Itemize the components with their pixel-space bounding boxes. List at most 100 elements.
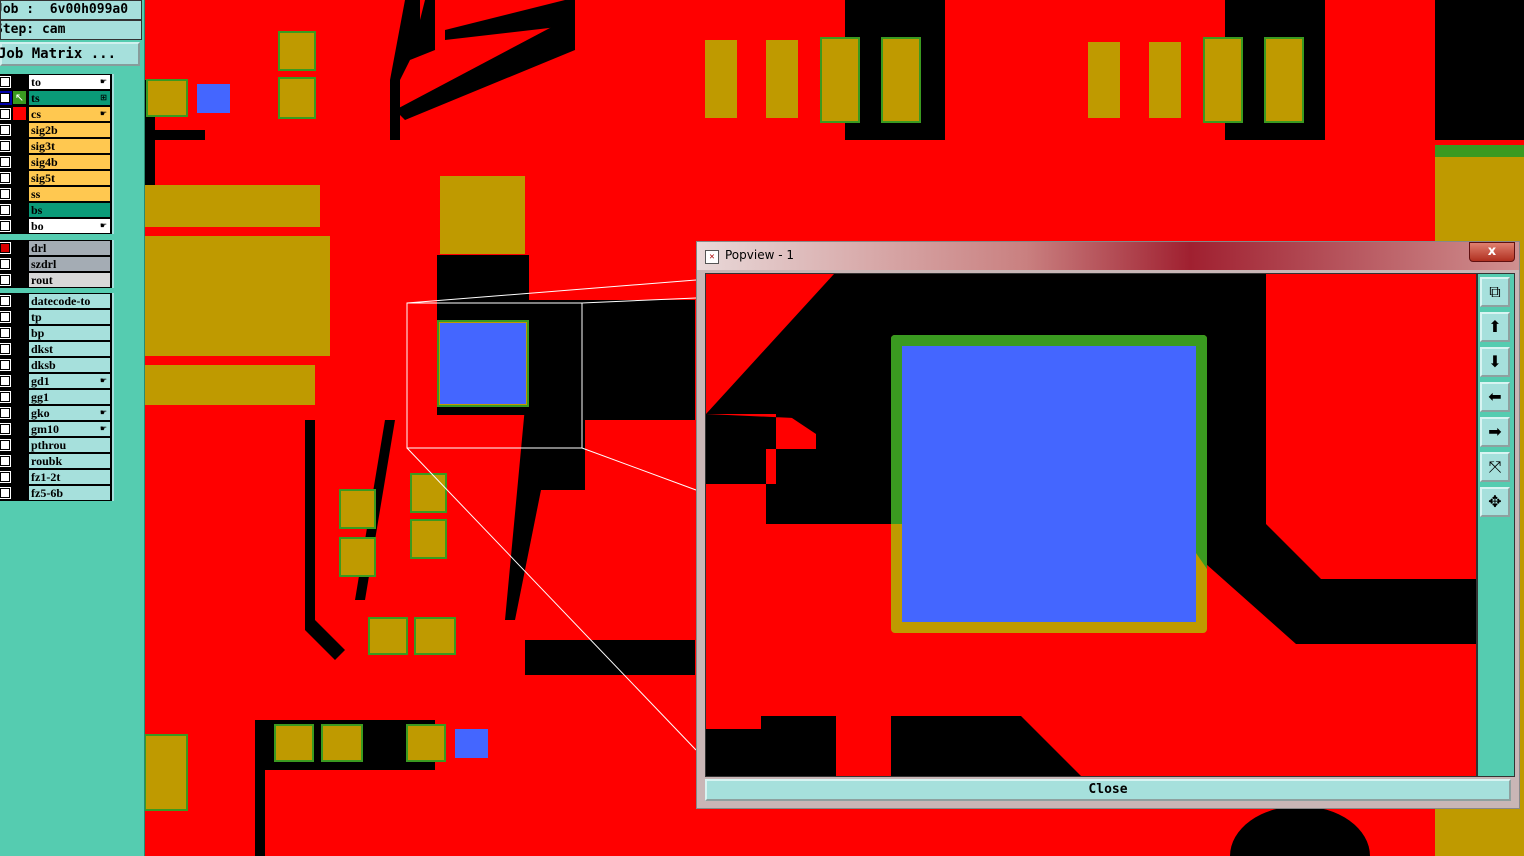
layer-row-ss[interactable]: ss xyxy=(0,186,112,202)
layer-checkbox[interactable] xyxy=(0,172,11,184)
layer-row-tp[interactable]: tp xyxy=(0,309,112,325)
layer-name[interactable]: bp xyxy=(29,326,110,340)
popview-titlebar[interactable]: ✕ Popview - 1 x xyxy=(697,242,1519,270)
layer-row-fz1-2t[interactable]: fz1-2t xyxy=(0,469,112,485)
layer-row-dkst[interactable]: dkst xyxy=(0,341,112,357)
layer-color-swatch[interactable] xyxy=(13,107,26,120)
layer-name[interactable]: ss xyxy=(29,187,110,201)
layer-color-swatch[interactable] xyxy=(13,326,26,339)
layer-row-to[interactable]: to☛ xyxy=(0,74,112,90)
layer-color-swatch[interactable] xyxy=(13,75,26,88)
layer-color-swatch[interactable] xyxy=(13,406,26,419)
layer-checkbox[interactable] xyxy=(0,343,11,355)
layer-checkbox[interactable] xyxy=(0,76,11,88)
layer-row-gd1[interactable]: gd1☛ xyxy=(0,373,112,389)
layer-checkbox[interactable] xyxy=(0,407,11,419)
layer-checkbox[interactable] xyxy=(0,375,11,387)
layer-row-bo[interactable]: bo☛ xyxy=(0,218,112,234)
layer-row-cs[interactable]: cs☛ xyxy=(0,106,112,122)
layer-name[interactable]: fz1-2t xyxy=(29,470,110,484)
layer-color-swatch[interactable] xyxy=(13,486,26,499)
layer-checkbox[interactable] xyxy=(0,327,11,339)
layer-row-gko[interactable]: gko☛ xyxy=(0,405,112,421)
layer-name[interactable]: sig3t xyxy=(29,139,110,153)
layer-checkbox[interactable] xyxy=(0,471,11,483)
layer-color-swatch[interactable] xyxy=(13,310,26,323)
zoom-in-button[interactable]: ⤧ xyxy=(1480,452,1510,482)
layer-checkbox[interactable] xyxy=(0,188,11,200)
layer-row-bp[interactable]: bp xyxy=(0,325,112,341)
layer-color-swatch[interactable] xyxy=(13,187,26,200)
layer-name[interactable]: fz5-6b xyxy=(29,486,110,500)
layer-name[interactable]: dksb xyxy=(29,358,110,372)
pan-right-button[interactable]: ➡ xyxy=(1480,417,1510,447)
layer-color-swatch[interactable] xyxy=(13,171,26,184)
layer-checkbox[interactable] xyxy=(0,439,11,451)
layer-color-swatch[interactable] xyxy=(13,454,26,467)
layer-color-swatch[interactable] xyxy=(13,470,26,483)
job-matrix-button[interactable]: Job Matrix ... xyxy=(0,42,140,66)
layer-color-swatch[interactable] xyxy=(13,241,26,254)
layer-name[interactable]: to☛ xyxy=(29,75,110,89)
layer-row-rout[interactable]: rout xyxy=(0,272,112,288)
layer-name[interactable]: bs xyxy=(29,203,110,217)
window-close-button[interactable]: x xyxy=(1469,242,1515,262)
zoom-home-button[interactable]: ⧉ xyxy=(1480,277,1510,307)
layer-row-pthrou[interactable]: pthrou xyxy=(0,437,112,453)
layer-checkbox[interactable] xyxy=(0,295,11,307)
layer-checkbox[interactable] xyxy=(0,108,11,120)
layer-checkbox[interactable] xyxy=(0,423,11,435)
layer-name[interactable]: sig4b xyxy=(29,155,110,169)
layer-name[interactable]: sig5t xyxy=(29,171,110,185)
pan-down-button[interactable]: ⬇ xyxy=(1480,347,1510,377)
layer-row-dksb[interactable]: dksb xyxy=(0,357,112,373)
layer-name[interactable]: dkst xyxy=(29,342,110,356)
layer-row-bs[interactable]: bs xyxy=(0,202,112,218)
layer-row-sig5t[interactable]: sig5t xyxy=(0,170,112,186)
layer-name[interactable]: sig2b xyxy=(29,123,110,137)
layer-color-swatch[interactable] xyxy=(13,203,26,216)
layer-name[interactable]: cs☛ xyxy=(29,107,110,121)
layer-color-swatch[interactable] xyxy=(13,257,26,270)
layer-row-roubk[interactable]: roubk xyxy=(0,453,112,469)
zoom-out-button[interactable]: ✥ xyxy=(1480,487,1510,517)
close-button[interactable]: Close xyxy=(705,779,1511,801)
layer-name[interactable]: tp xyxy=(29,310,110,324)
layer-color-swatch[interactable] xyxy=(13,390,26,403)
layer-checkbox[interactable] xyxy=(0,258,11,270)
layer-row-ts[interactable]: ↖ts⊞ xyxy=(0,90,112,106)
layer-color-swatch[interactable] xyxy=(13,438,26,451)
layer-name[interactable]: datecode-to xyxy=(29,294,110,308)
layer-name[interactable]: pthrou xyxy=(29,438,110,452)
pan-up-button[interactable]: ⬆ xyxy=(1480,312,1510,342)
layer-checkbox[interactable] xyxy=(0,274,11,286)
active-layer-arrow-icon[interactable]: ↖ xyxy=(13,91,26,104)
layer-row-fz5-6b[interactable]: fz5-6b xyxy=(0,485,112,501)
layer-name[interactable]: ts⊞ xyxy=(29,91,110,105)
layer-name[interactable]: szdrl xyxy=(29,257,110,271)
layer-checkbox[interactable] xyxy=(0,140,11,152)
layer-row-sig2b[interactable]: sig2b xyxy=(0,122,112,138)
pan-left-button[interactable]: ⬅ xyxy=(1480,382,1510,412)
layer-color-swatch[interactable] xyxy=(13,155,26,168)
layer-checkbox[interactable] xyxy=(0,359,11,371)
layer-name[interactable]: gd1☛ xyxy=(29,374,110,388)
layer-checkbox[interactable] xyxy=(0,91,12,105)
layer-color-swatch[interactable] xyxy=(13,139,26,152)
layer-name[interactable]: bo☛ xyxy=(29,219,110,233)
layer-row-datecode-to[interactable]: datecode-to xyxy=(0,293,112,309)
layer-color-swatch[interactable] xyxy=(13,219,26,232)
layer-name[interactable]: rout xyxy=(29,273,110,287)
layer-color-swatch[interactable] xyxy=(13,294,26,307)
layer-row-gm10[interactable]: gm10☛ xyxy=(0,421,112,437)
layer-name[interactable]: roubk xyxy=(29,454,110,468)
layer-checkbox[interactable] xyxy=(0,242,11,254)
layer-row-sig3t[interactable]: sig3t xyxy=(0,138,112,154)
layer-color-swatch[interactable] xyxy=(13,374,26,387)
layer-checkbox[interactable] xyxy=(0,455,11,467)
layer-row-sig4b[interactable]: sig4b xyxy=(0,154,112,170)
layer-color-swatch[interactable] xyxy=(13,342,26,355)
layer-color-swatch[interactable] xyxy=(13,123,26,136)
layer-checkbox[interactable] xyxy=(0,391,11,403)
layer-row-drl[interactable]: drl xyxy=(0,240,112,256)
